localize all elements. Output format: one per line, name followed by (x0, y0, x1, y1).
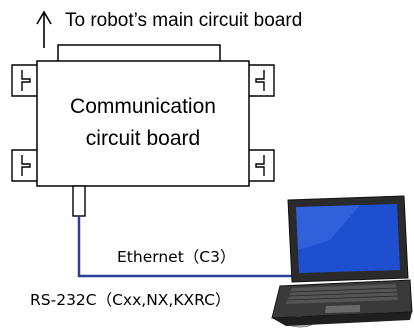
mounting-clip-bottom-right (249, 149, 275, 182)
board-bottom-port (72, 185, 86, 217)
mounting-clip-top-left (11, 64, 37, 97)
communication-cable (77, 216, 292, 278)
laptop-icon (271, 195, 413, 328)
ethernet-label: Ethernet（C3） (117, 248, 235, 266)
board-label-line2: circuit board (86, 127, 200, 150)
serial-label: RS-232C（Cxx,NX,KXRC） (30, 291, 230, 309)
mounting-clip-top-right (249, 64, 275, 97)
mounting-clip-bottom-left (11, 149, 37, 182)
board-label-line1: Communication (70, 95, 216, 118)
up-arrow-icon (36, 10, 52, 48)
board-top-connector (57, 44, 221, 63)
communication-board (36, 60, 250, 187)
destination-label: To robot’s main circuit board (65, 10, 302, 31)
